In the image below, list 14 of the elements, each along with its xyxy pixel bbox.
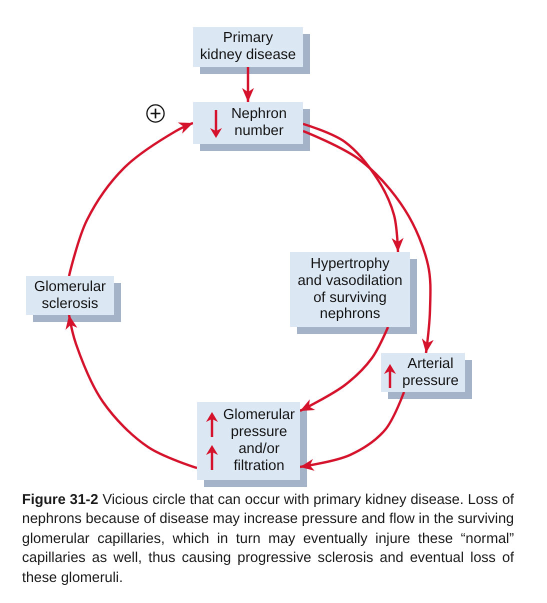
arrow [300,392,406,471]
arrow [242,67,254,102]
box-label: Glomerular sclerosis [33,278,107,312]
box-label: Arterial pressure [401,356,460,390]
box-label: Nephron number [230,106,288,140]
figure-caption: Figure 31-2 Vicious circle that can occur with primary kidney disease. Loss of nephrons because of disease may increase pressure and flow in the surviving glomerular capillaries, which in turn may eventually injure these “normal” capillaries as well, thus causing progressive sclerosis and eventual loss of these glomeruli. [22,491,514,588]
arrow [302,130,434,354]
arrow [299,326,390,412]
box-label: Primary kidney disease [199,30,297,64]
arrow [66,314,198,470]
box-label: Glomerular pressure and/or filtration [222,407,296,475]
box-label: Hypertrophy and vasodilation of surviving nephrons [296,256,404,324]
arrow [68,122,194,276]
arrow [302,122,404,252]
